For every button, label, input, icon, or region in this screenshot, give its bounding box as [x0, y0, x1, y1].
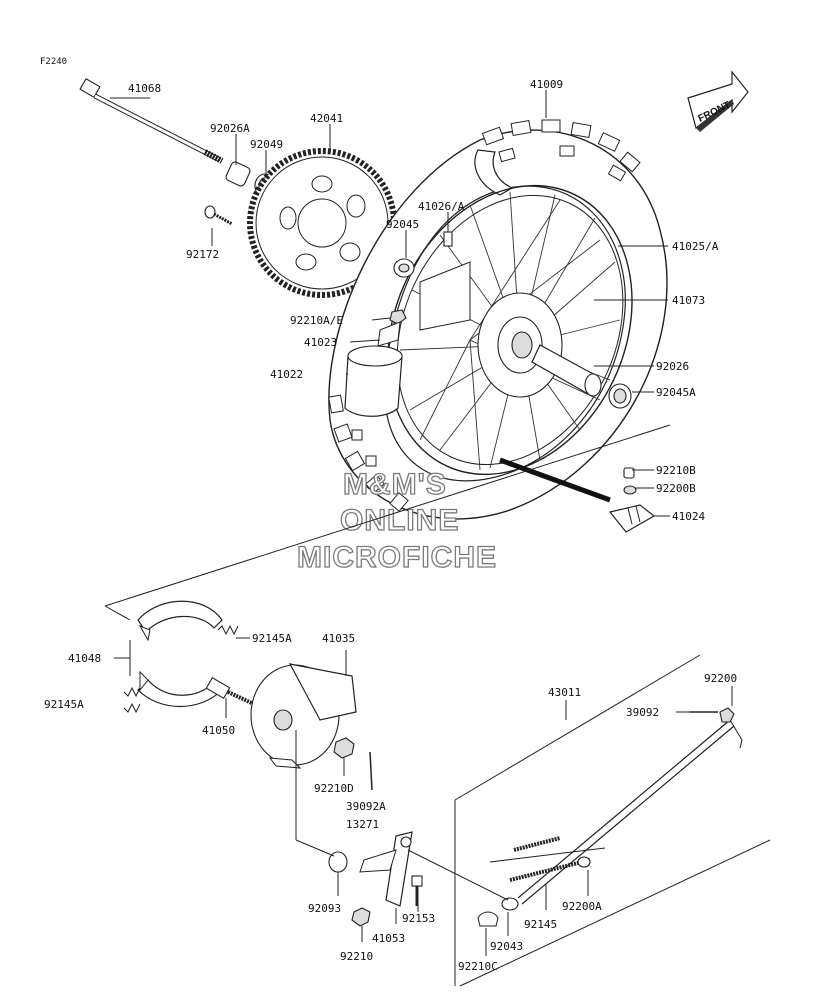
label-92200A: 92200A [562, 900, 602, 913]
label-41053: 41053 [372, 932, 405, 945]
collar-92045-part [393, 258, 415, 278]
label-92145: 92145 [524, 918, 557, 931]
label-41035: 41035 [322, 632, 355, 645]
label-92145A-left: 92145A [44, 698, 84, 711]
sprocket-bolt-part [204, 205, 233, 226]
collar-part [225, 161, 251, 187]
label-92026A: 92026A [210, 122, 250, 135]
label-92145A-top: 92145A [252, 632, 292, 645]
watermark-line-2: ONLINE [340, 504, 459, 537]
part-labels: 41068 92026A 92049 42041 92172 41009 410… [44, 78, 737, 973]
spring-92145A-left-part [123, 686, 141, 714]
joint-92043-part [501, 897, 519, 911]
axle-part [79, 78, 224, 164]
nut-92200-part [719, 707, 735, 723]
leader-lines [110, 90, 733, 956]
inner-tube-part [344, 345, 403, 417]
label-43011: 43011 [548, 686, 581, 699]
label-92210: 92210 [340, 950, 373, 963]
watermark-line-1: M&M'S [343, 468, 447, 501]
rim-lock-part [443, 231, 453, 247]
label-41023: 41023 [304, 336, 337, 349]
nut-92200A-part [577, 856, 591, 868]
label-39092: 39092 [626, 706, 659, 719]
pin-39092A-part [369, 751, 373, 791]
label-92045A: 92045A [656, 386, 696, 399]
label-92210D: 92210D [314, 782, 354, 795]
label-92210AE: 92210A/E [290, 314, 343, 327]
wheel-hub-part [419, 261, 563, 398]
nut-92210-part [351, 907, 371, 927]
watermark-line-3: MICROFICHE [297, 541, 497, 574]
label-41009: 41009 [530, 78, 563, 91]
label-92045: 92045 [386, 218, 419, 231]
spring-92145-part [509, 858, 591, 882]
label-92049: 92049 [250, 138, 283, 151]
label-41073: 41073 [672, 294, 705, 307]
wing-nut-92210C-part [477, 911, 499, 927]
nut-92210D-part [333, 737, 355, 759]
label-92026: 92026 [656, 360, 689, 373]
collar-92045A-part [608, 383, 632, 409]
label-92210B: 92210B [656, 464, 696, 477]
label-92172: 92172 [186, 248, 219, 261]
adjust-spring-part [513, 836, 561, 852]
brake-panel-part [250, 663, 357, 769]
rim-lock-41024-part [608, 467, 656, 533]
spring-92145A-top-part [217, 624, 239, 636]
label-41048: 41048 [68, 652, 101, 665]
label-41026A: 41026/A [418, 200, 465, 213]
label-92200B: 92200B [656, 482, 696, 495]
brake-shoes-part [137, 600, 223, 707]
label-39092A: 39092A [346, 800, 386, 813]
label-41022: 41022 [270, 368, 303, 381]
label-41068: 41068 [128, 82, 161, 95]
nut-92210AE-part [389, 309, 407, 325]
label-92200: 92200 [704, 672, 737, 685]
label-92210C: 92210C [458, 960, 498, 973]
brake-rod-part [517, 719, 743, 905]
brake-lever-part [359, 831, 413, 907]
rim-band-part [377, 321, 401, 347]
bolt-92153-part [411, 875, 423, 906]
label-41050: 41050 [202, 724, 235, 737]
label-42041: 42041 [310, 112, 343, 125]
spacer-92026-part [531, 344, 602, 397]
front-arrow-icon: FRONT [687, 70, 749, 132]
label-92043: 92043 [490, 940, 523, 953]
label-41024: 41024 [672, 510, 705, 523]
brake-cam-part [205, 677, 259, 708]
label-41025A: 41025/A [672, 240, 719, 253]
label-92153: 92153 [402, 912, 435, 925]
label-92093: 92093 [308, 902, 341, 915]
watermark: M&M'S ONLINE MICROFICHE [296, 467, 497, 574]
label-13271: 13271 [346, 818, 379, 831]
figure-code: F2240 [40, 57, 67, 67]
